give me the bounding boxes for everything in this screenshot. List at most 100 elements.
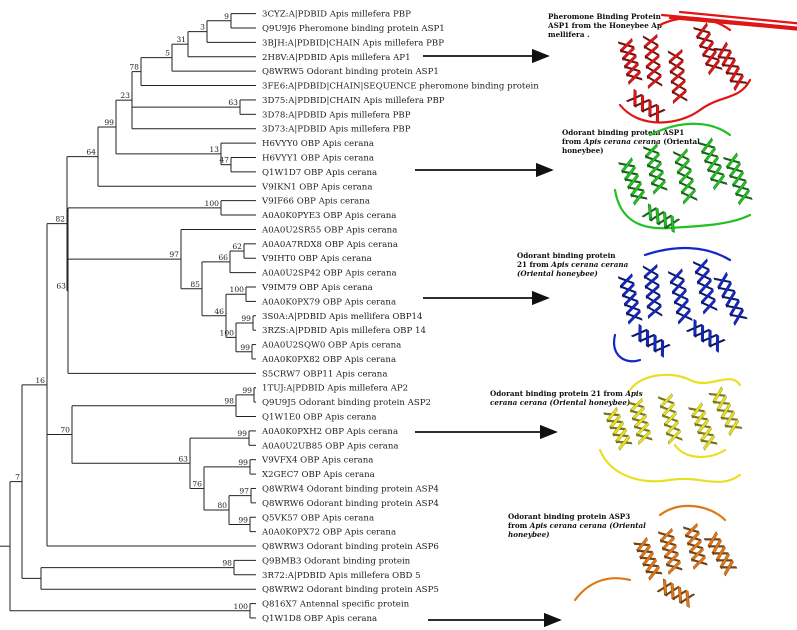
bootstrap-value: 97	[169, 250, 179, 259]
leaf-label: A0A0A7RDX8 OBP Apis cerana	[261, 240, 398, 250]
leaf-label: 1TUJ:A|PDBID Apis millefera AP2	[262, 384, 408, 394]
helix-front-strand	[670, 582, 675, 601]
protein-structure-green	[613, 122, 753, 234]
helix-front-strand	[729, 298, 740, 318]
bootstrap-labels: 9331578632347139964100626610099991004685…	[15, 12, 252, 611]
bootstrap-value: 5	[165, 49, 170, 58]
bootstrap-value: 13	[209, 145, 219, 154]
bootstrap-value: 100	[220, 328, 235, 337]
helix-front-strand	[668, 48, 683, 65]
protein-loop	[598, 448, 742, 483]
helix-front-strand	[691, 402, 703, 419]
helix-front-strand	[663, 410, 677, 427]
leaf-label: Q1W1E0 OBP Apis cerana	[262, 413, 377, 423]
helix-front-strand	[671, 78, 686, 95]
helix-front-strand	[627, 308, 641, 325]
protein-loop	[658, 504, 727, 522]
helix-front-strand	[713, 173, 725, 191]
helix-front-strand	[661, 535, 675, 552]
leaf-label: V9IM79 OBP Apis cerana	[261, 283, 373, 293]
helix-front-strand	[696, 22, 708, 40]
bootstrap-value: 98	[222, 559, 232, 568]
helix-front-strand	[625, 299, 639, 316]
helix-front-strand	[621, 281, 635, 298]
bootstrap-value: 23	[120, 91, 130, 100]
bootstrap-value: 85	[190, 280, 200, 289]
helix-front-strand	[715, 333, 720, 353]
bootstrap-value: 47	[219, 156, 229, 165]
helix-front-strand	[665, 551, 679, 568]
helix-front-strand	[702, 298, 716, 315]
helix-front-strand	[708, 58, 720, 76]
leaf-label: Q1W1D7 OBP Apis cerana	[262, 168, 377, 178]
leaf-label: Q8WRW6 Odorant binding protein ASP4	[262, 499, 439, 509]
helix-front-strand	[648, 160, 662, 177]
helix-front-strand	[674, 148, 688, 165]
helix-front-strand	[698, 278, 712, 295]
helix-front-strand	[637, 429, 651, 446]
helix-front-strand	[693, 318, 697, 338]
helix-front-strand	[612, 420, 624, 438]
helix-front-strand	[662, 578, 668, 597]
helix-front-strand	[712, 386, 723, 405]
bootstrap-value: 63	[56, 282, 66, 291]
leaf-label: 3S0A:A|PDBID Apis mellifera OBP14	[262, 312, 423, 322]
helix-front-strand	[667, 428, 681, 445]
helix-front-strand	[710, 164, 722, 182]
helix-front-strand	[700, 323, 705, 343]
protein-loop	[643, 247, 732, 262]
helix-front-strand	[725, 57, 736, 76]
helix-front-strand	[700, 426, 712, 443]
helix-front-strand	[643, 33, 658, 50]
bootstrap-value: 64	[86, 148, 96, 157]
leaf-label: A0A0U2SP42 OBP Apis cerana	[261, 269, 397, 279]
leaf-label: Q1W1D8 OBP Apis cerana	[262, 614, 377, 624]
protein-loop	[673, 443, 727, 458]
bootstrap-value: 63	[178, 454, 188, 463]
leaf-label: H6VYY0 OBP Apis cerana	[262, 139, 374, 149]
helix-front-strand	[697, 418, 709, 435]
helix-front-strand	[621, 157, 633, 174]
leaf-label: Q9BMB3 Odorant binding protein	[262, 556, 411, 566]
leaf-label: A0A0U2SR55 OBP Apis cerana	[261, 225, 397, 235]
helix-front-strand	[655, 103, 660, 123]
helix-front-strand	[639, 543, 651, 561]
helix-front-strand	[682, 188, 696, 205]
helix-front-strand	[631, 405, 645, 422]
protein-loop	[573, 577, 632, 602]
helix-front-strand	[707, 531, 718, 549]
protein-loop	[612, 333, 642, 363]
leaf-label: V9IHT0 OBP Apis cerana	[261, 254, 372, 264]
bootstrap-value: 63	[228, 98, 238, 107]
helix-front-strand	[675, 298, 689, 315]
helix-front-strand	[721, 280, 732, 300]
helix-front-strand	[623, 53, 637, 70]
bootstrap-value: 82	[55, 215, 65, 224]
helix-front-strand	[644, 142, 658, 159]
helix-front-strand	[729, 161, 741, 179]
helix-front-strand	[705, 49, 717, 67]
helix-front-strand	[684, 522, 698, 539]
leaf-label: Q8WRW3 Odorant binding protein ASP6	[262, 542, 439, 552]
helix-front-strand	[696, 268, 710, 285]
protein-loop	[628, 373, 742, 392]
helix-front-strand	[645, 283, 660, 300]
helix-front-strand	[700, 288, 714, 305]
bootstrap-value: 99	[241, 314, 251, 323]
helix-front-strand	[704, 146, 716, 164]
helix-front-strand	[692, 554, 706, 571]
leaf-label: X2GEC7 OBP Apis cerana	[262, 470, 375, 480]
helix-front-strand	[645, 53, 660, 70]
leaf-label: Q8WRW5 Odorant binding protein ASP1	[262, 67, 439, 77]
bootstrap-value: 100	[205, 199, 220, 208]
bootstrap-value: 80	[217, 501, 227, 510]
helix-front-strand	[606, 406, 618, 424]
helix-front-strand	[659, 527, 673, 544]
helix-front-strand	[633, 88, 637, 108]
helix-front-strand	[728, 418, 739, 437]
protein-structure-red	[617, 10, 797, 124]
helix-front-strand	[633, 189, 645, 206]
